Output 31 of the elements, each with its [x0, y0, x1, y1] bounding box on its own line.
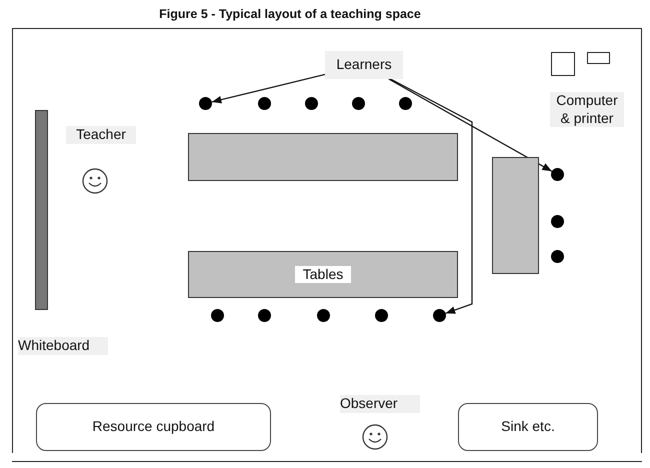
table	[492, 157, 539, 274]
learner-seat	[352, 97, 365, 110]
node-text: Resource cupboard	[92, 418, 215, 436]
learner-seat	[317, 309, 330, 322]
node-text: Sink etc.	[501, 418, 555, 436]
observer-label: Observer	[340, 395, 420, 412]
computer-label: Computer & printer	[550, 92, 624, 127]
node-text: Tables	[294, 266, 352, 284]
learner-seat	[551, 215, 564, 228]
table	[188, 251, 458, 298]
learner-seat	[375, 309, 388, 322]
arrow	[390, 78, 473, 314]
furniture-box	[36, 403, 271, 451]
learner-seat	[211, 309, 224, 322]
arrow	[388, 78, 552, 172]
whiteboard-label: Whiteboard	[18, 337, 108, 354]
furniture-box	[458, 403, 598, 451]
learner-seat	[258, 97, 271, 110]
teacher-label: Teacher	[66, 126, 136, 144]
learner-seat	[305, 97, 318, 110]
figure-title: Figure 5 - Typical layout of a teaching space	[158, 6, 422, 23]
learner-seat	[551, 250, 564, 263]
learner-seat	[551, 168, 564, 181]
text-label	[325, 51, 403, 79]
learner-seat	[258, 309, 271, 322]
learner-seat	[399, 97, 412, 110]
learner-seat	[199, 97, 212, 110]
arrow	[212, 74, 326, 104]
table	[188, 133, 458, 181]
node-text: Learners	[336, 56, 392, 74]
learner-seat	[433, 309, 446, 322]
